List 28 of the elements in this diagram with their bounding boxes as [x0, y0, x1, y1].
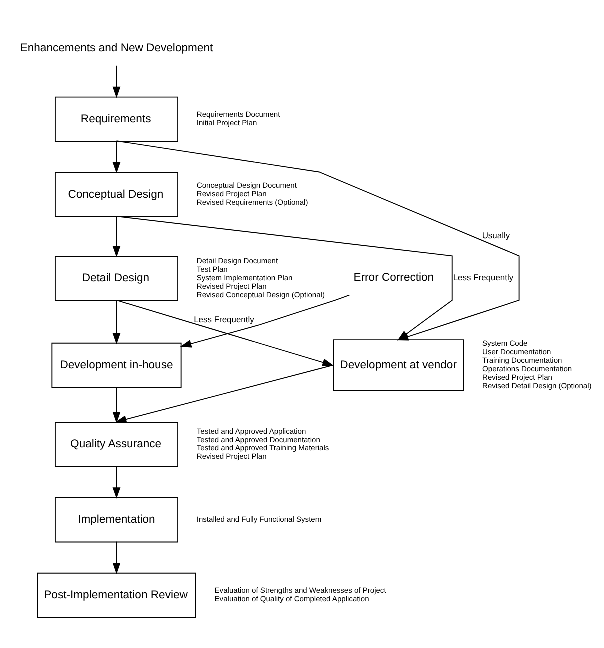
- node-label: Revised Conceptual Design (Optional): [196, 290, 325, 300]
- node-label: Initial Project Plan: [196, 118, 258, 127]
- node-label: System Implementation Plan: [196, 273, 293, 282]
- node-label: Installed and Fully Functional System: [196, 514, 322, 524]
- node-label: Detail Design Document: [196, 256, 278, 266]
- node-label: Evaluation of Strengths and Weaknesses of Project: [214, 586, 386, 595]
- edge-label: Less Frequently: [453, 272, 514, 282]
- node-label: Revised Requirements (Optional): [196, 198, 308, 207]
- node-label: Revised Project Plan: [196, 452, 267, 461]
- node-label: Requirements Document: [196, 109, 280, 118]
- node-label: Training Documentation: [482, 356, 562, 365]
- edge-label: Less Frequently: [194, 314, 254, 324]
- node-label: Tested and Approved Documentation: [196, 434, 320, 444]
- node-label: Revised Project Plan: [196, 189, 267, 198]
- node-label: Tested and Approved Training Materials: [196, 443, 330, 452]
- node-label: Revised Detail Design (Optional): [482, 381, 592, 390]
- node-label: Test Plan: [196, 264, 228, 274]
- node-label: System Code: [482, 338, 528, 348]
- node-label: Operations Documentation: [482, 364, 572, 374]
- node-label: User Documentation: [482, 347, 552, 356]
- edge-label: Usually: [482, 230, 510, 240]
- node-text: Enhancements and New Development: [20, 42, 214, 54]
- node-label: Revised Project Plan: [196, 282, 267, 291]
- node-label: Revised Project Plan: [482, 372, 552, 382]
- node-label: Evaluation of Quality of Completed Application: [214, 594, 370, 604]
- node-label: Conceptual Design Document: [196, 180, 297, 190]
- node-text: Error Correction: [354, 272, 434, 284]
- node-label: Tested and Approved Application: [196, 426, 306, 436]
